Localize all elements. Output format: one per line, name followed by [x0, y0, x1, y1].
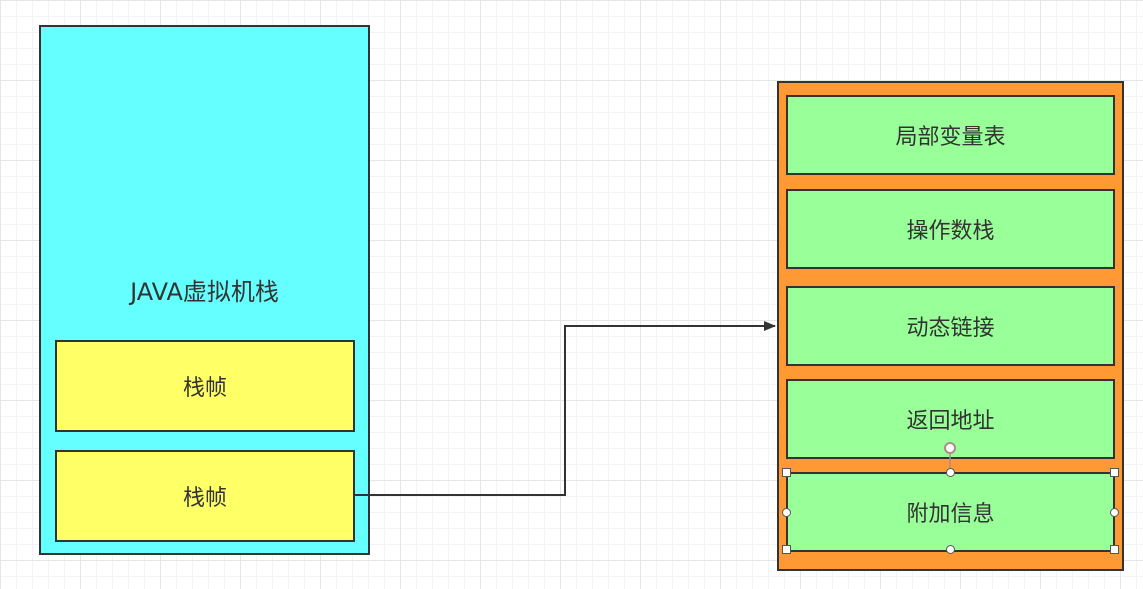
part-operand-stack[interactable]: 操作数栈: [786, 189, 1115, 269]
resize-handle-bottom[interactable]: [946, 545, 955, 554]
resize-handle-bottom-right[interactable]: [1110, 545, 1119, 554]
resize-handle-right[interactable]: [1110, 508, 1119, 517]
resize-handle-top-left[interactable]: [782, 468, 791, 477]
stack-frame-label: 栈帧: [182, 486, 227, 511]
resize-handle-top[interactable]: [946, 468, 955, 477]
part-label: 返回地址: [906, 409, 995, 434]
resize-handle-top-right[interactable]: [1110, 468, 1119, 477]
resize-handle-left[interactable]: [782, 508, 791, 517]
resize-handle-bottom-left[interactable]: [782, 545, 791, 554]
part-label: 动态链接: [906, 316, 995, 341]
rotate-handle[interactable]: [944, 442, 956, 454]
part-label: 附加信息: [906, 502, 995, 527]
part-label: 操作数栈: [906, 219, 995, 244]
stack-frame-label: 栈帧: [182, 376, 227, 401]
stack-frame-1[interactable]: 栈帧: [55, 340, 355, 432]
jvm-stack-title: JAVA虚拟机栈: [130, 278, 279, 306]
part-dynamic-linking[interactable]: 动态链接: [786, 286, 1115, 366]
part-label: 局部变量表: [895, 125, 1006, 150]
connector-arrow[interactable]: [355, 321, 776, 496]
part-extra-info[interactable]: 附加信息: [786, 472, 1115, 552]
part-local-variables[interactable]: 局部变量表: [786, 95, 1115, 175]
stack-frame-2[interactable]: 栈帧: [55, 450, 355, 542]
